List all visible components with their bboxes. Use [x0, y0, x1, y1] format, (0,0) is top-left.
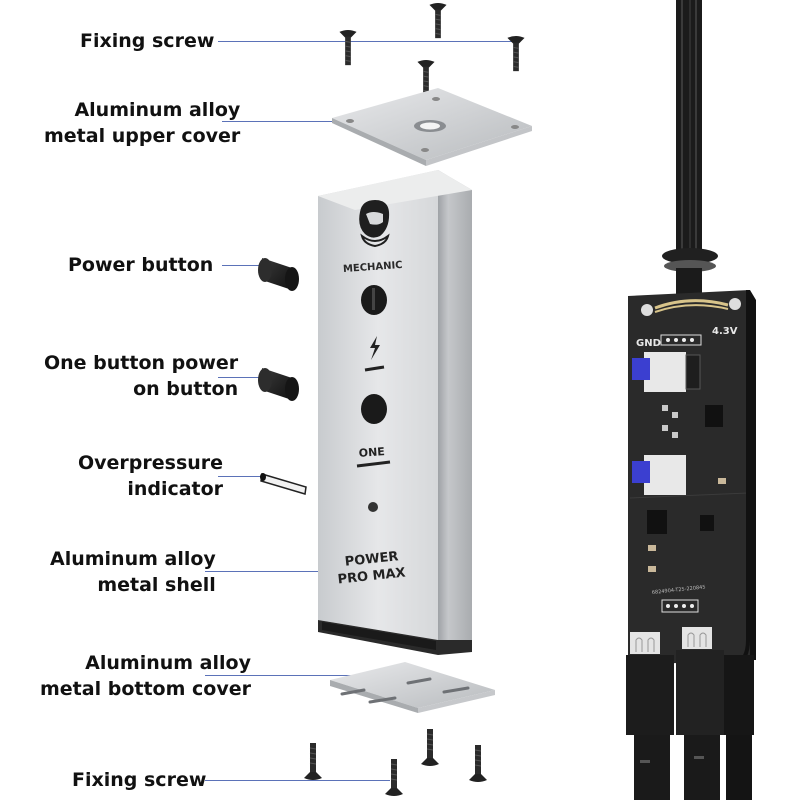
callout-fixing-screw-top: Fixing screw [80, 28, 214, 54]
screw-icon [468, 744, 488, 783]
leader-line-one-button [218, 377, 274, 378]
callout-text: metal upper cover [44, 125, 241, 147]
switch-actuator [632, 461, 650, 483]
callout-text: metal shell [97, 574, 216, 596]
leader-line-bottom-cover [205, 675, 360, 676]
callout-overpressure: Overpressure indicator [78, 450, 223, 502]
leader-line-shell [205, 571, 355, 572]
callout-shell: Aluminum alloy metal shell [50, 546, 216, 598]
leader-line-power-button [222, 265, 274, 266]
usb-c-plugs [626, 650, 754, 800]
bottom-cover-plate [330, 662, 495, 713]
callout-text: Fixing screw [80, 30, 215, 52]
callout-text: on button [133, 378, 239, 400]
one-button-hole [361, 394, 387, 424]
screw-icon [428, 3, 448, 39]
switch-actuator [632, 358, 650, 380]
mechanic-logo-icon [359, 200, 390, 248]
callout-text: Overpressure [78, 452, 224, 474]
usb-c-port [630, 632, 660, 654]
screw-icon [303, 742, 323, 781]
screw-icon [506, 36, 526, 72]
callout-bottom-cover: Aluminum alloy metal bottom cover [40, 650, 251, 702]
brand-label: MECHANIC [343, 260, 403, 275]
callout-upper-cover: Aluminum alloy metal upper cover [44, 97, 240, 149]
screw-icon [384, 758, 404, 797]
callout-power-button: Power button [68, 252, 213, 278]
lightning-icon [370, 336, 380, 360]
one-button-label: ONE [358, 445, 385, 460]
upper-cover-plate [332, 88, 532, 166]
leader-line-fixing-screw-top [218, 41, 518, 42]
callout-text: metal bottom cover [40, 678, 251, 700]
callout-text: Aluminum alloy [85, 652, 251, 674]
cable-bundle [662, 0, 718, 298]
screw-icon [338, 30, 358, 66]
callout-fixing-screw-bottom: Fixing screw [72, 767, 206, 793]
one-button-knob [258, 368, 299, 401]
callout-text: Power button [68, 254, 214, 276]
callout-one-button: One button power on button [44, 350, 238, 402]
callout-text: Aluminum alloy [74, 99, 241, 121]
gnd-label: GND [636, 338, 661, 349]
pcb-board: GND 4.3V 6824904-T25-220845 [628, 290, 756, 667]
indicator-hole [368, 502, 378, 512]
pcb-part-number: 6824904-T25-220845 [652, 584, 706, 596]
leader-line-upper-cover [222, 121, 332, 122]
overpressure-indicator-part [260, 473, 307, 495]
aluminum-shell: MECHANIC ONE POWER PRO MAX [318, 170, 472, 655]
leader-line-fixing-screw-bottom [205, 780, 390, 781]
callout-text: indicator [127, 478, 224, 500]
callout-text: Fixing screw [72, 769, 207, 791]
product-name-line1: POWER [344, 549, 399, 570]
product-name-line2: PRO MAX [337, 565, 406, 587]
usb-c-port [682, 627, 712, 649]
screw-icon [420, 728, 440, 767]
voltage-label: 4.3V [712, 326, 738, 337]
power-button-knob [258, 258, 299, 291]
callout-text: Aluminum alloy [50, 548, 216, 570]
leader-line-overpressure [218, 476, 262, 477]
callout-text: One button power [44, 352, 239, 374]
